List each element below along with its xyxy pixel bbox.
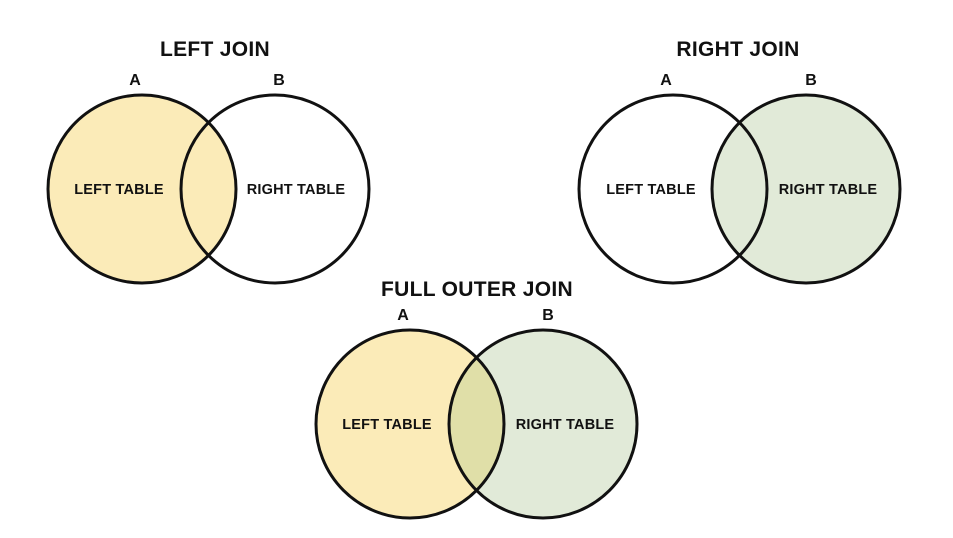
circle-b-outline-left-join bbox=[179, 93, 371, 285]
venn-svg-left-join bbox=[46, 93, 371, 285]
right-table-label-left-join: RIGHT TABLE bbox=[246, 182, 346, 198]
circle-b-fill-full-outer-join bbox=[449, 330, 637, 518]
diagram-title-right-join: RIGHT JOIN bbox=[676, 38, 800, 61]
diagram-full-outer-join: FULL OUTER JOIN A B LEFT TABLE bbox=[262, 266, 692, 538]
set-label-b-left-join: B bbox=[273, 72, 285, 89]
circle-a-outline-full-outer-join bbox=[314, 328, 506, 520]
circle-b-fill-right-join bbox=[712, 95, 900, 283]
left-table-label-full-outer-join: LEFT TABLE bbox=[342, 417, 432, 433]
circle-a-outline-right-join bbox=[577, 93, 769, 285]
venn-stage-full-outer-join: A B LEFT TABLE RIGHT TABLE bbox=[262, 266, 692, 538]
circle-a-fill-left-join bbox=[48, 95, 236, 283]
set-label-a-left-join: A bbox=[129, 72, 141, 89]
set-label-a-right-join: A bbox=[660, 72, 672, 89]
venn-svg-right-join bbox=[577, 93, 902, 285]
diagram-title-full-outer-join: FULL OUTER JOIN bbox=[381, 278, 573, 301]
venn-stage-right-join: A B LEFT TABLE RIGHT TABLE bbox=[523, 0, 953, 300]
diagram-title-left-join: LEFT JOIN bbox=[159, 38, 271, 61]
circle-a-fill-full-outer-join bbox=[316, 330, 504, 518]
diagram-left-join: LEFT JOIN A B LEFT TABLE RI bbox=[0, 0, 430, 300]
venn-stage-left-join: A B LEFT TABLE RIGHT TABLE bbox=[0, 0, 430, 300]
set-label-b-full-outer-join: B bbox=[542, 307, 554, 324]
right-table-label-full-outer-join: RIGHT TABLE bbox=[515, 417, 615, 433]
venn-svg-full-outer-join bbox=[314, 328, 639, 520]
left-table-label-right-join: LEFT TABLE bbox=[606, 182, 696, 198]
circle-b-outline-full-outer-join bbox=[447, 328, 639, 520]
right-table-label-right-join: RIGHT TABLE bbox=[778, 182, 878, 198]
circle-b-outline-right-join bbox=[710, 93, 902, 285]
set-label-b-right-join: B bbox=[805, 72, 817, 89]
diagram-right-join: RIGHT JOIN A B LEFT TABLE R bbox=[523, 0, 953, 300]
circle-a-outline-left-join bbox=[46, 93, 238, 285]
set-label-a-full-outer-join: A bbox=[397, 307, 409, 324]
left-table-label-left-join: LEFT TABLE bbox=[74, 182, 164, 198]
